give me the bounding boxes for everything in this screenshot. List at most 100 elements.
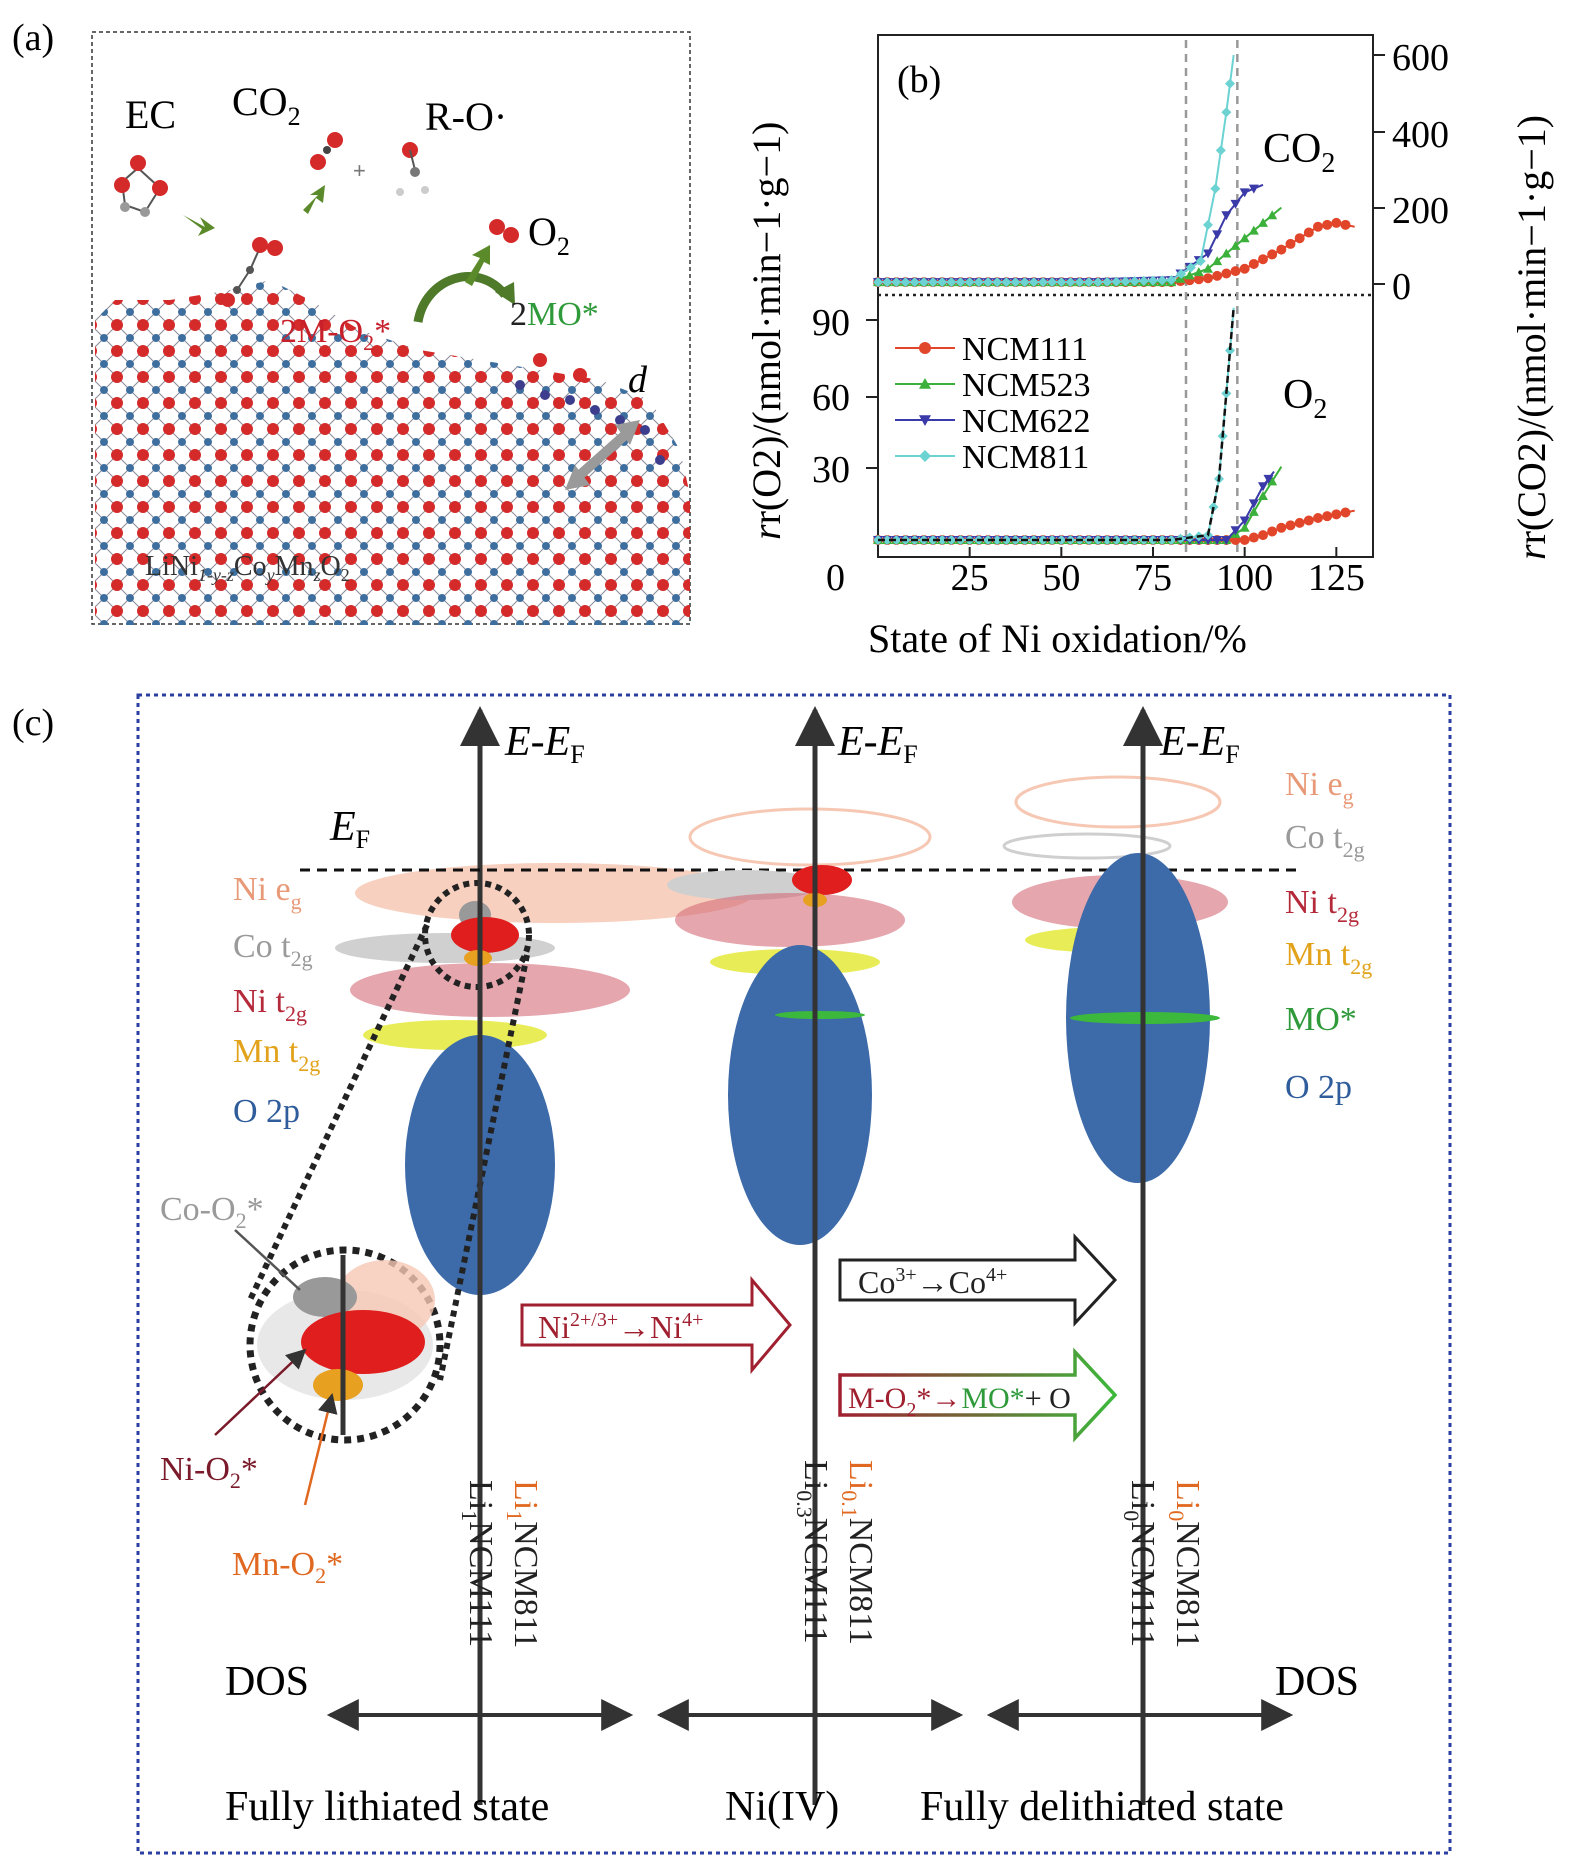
data-point (1102, 276, 1113, 287)
ni-t2g-band-1 (350, 963, 630, 1017)
y-axis-right-label: rr(CO2)/(nmol·min−1·g−1) (1509, 115, 1554, 560)
data-point (882, 535, 893, 545)
data-point (1331, 509, 1342, 520)
data-point (1138, 275, 1149, 286)
composition-label-1b: Li1NCM811 (502, 1480, 544, 1648)
data-point (1230, 240, 1241, 250)
ef-label: EF (329, 804, 370, 854)
data-point (1276, 244, 1287, 255)
data-point (1221, 107, 1232, 118)
data-point (1176, 268, 1187, 279)
left-axis: 90 60 30 0 (812, 302, 878, 599)
vertical-guides (1184, 40, 1239, 552)
data-point (1001, 277, 1012, 288)
data-point (1157, 535, 1168, 545)
data-point (1065, 277, 1076, 288)
data-point (1148, 275, 1158, 286)
data-point (1239, 188, 1250, 198)
data-point (1212, 256, 1223, 266)
o2-molecule (489, 219, 519, 243)
formula-label: LiNi1-y-zCoyMnzO2 (145, 551, 350, 585)
co2-label-a: CO2 (232, 79, 301, 131)
y-axis-left-label: rr(O2)/(nmol·min−1·g−1) (744, 122, 789, 540)
mn-o2-zoom (313, 1369, 363, 1401)
data-point (900, 277, 911, 288)
band-label: Mn t2g (1285, 936, 1372, 979)
data-point (1248, 225, 1259, 235)
composition-label-2: Li0.3NCM111 (792, 1460, 834, 1644)
data-point (1225, 345, 1235, 356)
o2-label-b: O2 (1283, 372, 1327, 425)
mo2-label: 2M-O2* (280, 313, 391, 355)
ro-label: R-O· (425, 94, 507, 139)
data-point (946, 535, 957, 545)
x-axis-label: State of Ni oxidation/% (868, 616, 1247, 661)
composition-label-2b: Li0.1NCM811 (837, 1460, 879, 1645)
data-point (964, 277, 975, 288)
data-point (992, 535, 1003, 545)
state-label-delithiated: Fully delithiated state (920, 1784, 1284, 1830)
arrow-ni-oxidation: Ni2+/3+→Ni4+ (520, 1275, 792, 1375)
data-point (1093, 277, 1103, 288)
data-point (1267, 476, 1278, 486)
right-tick-600: 600 (1392, 37, 1449, 79)
left-tick-0: 0 (826, 557, 845, 599)
state-label-ni4: Ni(IV) (725, 1784, 839, 1830)
data-point (1010, 277, 1021, 288)
co2-line-NCM523 (878, 206, 1282, 284)
data-point (1258, 482, 1268, 492)
data-point (1258, 530, 1268, 541)
data-point (1221, 268, 1232, 279)
data-point (1129, 276, 1140, 287)
band-label: Ni eg (1285, 766, 1354, 809)
band-label: Ni t2g (233, 983, 307, 1026)
x-tick-label: 125 (1308, 557, 1365, 599)
band-label: Co t2g (233, 928, 313, 971)
oxygen-release-label: M-O2*→MO*+ O (848, 1382, 1071, 1421)
mo-level-2 (775, 1011, 865, 1019)
data-point (1083, 277, 1094, 288)
data-point (1225, 78, 1235, 89)
data-point (1239, 516, 1250, 526)
data-point (928, 277, 938, 288)
data-point (1056, 535, 1067, 545)
curved-arrow (413, 272, 509, 323)
ni-eg-band-2 (688, 807, 932, 867)
data-point (1166, 535, 1177, 545)
ni-o2-state-1 (451, 917, 519, 953)
legend-label-NCM622: NCM622 (962, 403, 1090, 440)
data-point (1193, 274, 1204, 285)
data-point (1203, 273, 1213, 284)
data-point (992, 277, 1003, 288)
data-point (1047, 535, 1058, 545)
band-label: Ni eg (233, 871, 302, 914)
data-point (1193, 267, 1204, 277)
co-o2-zoom (293, 1277, 357, 1317)
data-point (1001, 535, 1012, 545)
data-point (1331, 217, 1342, 228)
data-point (1185, 262, 1196, 273)
data-point (1303, 227, 1314, 238)
green-arrow-2 (303, 185, 325, 214)
data-point (937, 277, 948, 288)
d-label: d (628, 359, 648, 401)
ni-o2-label: Ni-O2* (160, 1451, 258, 1493)
data-point (1019, 277, 1030, 288)
data-point (1258, 217, 1268, 227)
left-tick-90: 90 (812, 302, 850, 344)
x-tick-label: 50 (1042, 557, 1080, 599)
ec-molecule (114, 155, 168, 217)
ni-eg-band-1 (355, 863, 755, 923)
data-point (973, 277, 984, 288)
data-point (891, 277, 902, 288)
series-layer (873, 54, 1355, 545)
data-point (1212, 536, 1223, 545)
green-arrow-1 (183, 215, 215, 236)
data-point (937, 535, 948, 545)
data-point (909, 277, 920, 288)
